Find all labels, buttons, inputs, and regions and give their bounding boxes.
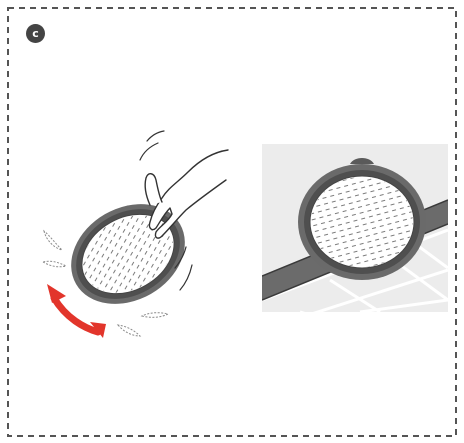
motion-lines-icon [139, 130, 193, 291]
step-badge: c [26, 24, 45, 43]
filter-disc-icon [71, 204, 185, 304]
hand-icon [144, 149, 229, 239]
water-drops-icon [41, 229, 170, 337]
filter-disc-icon [298, 158, 426, 280]
rotate-arrow-icon [47, 284, 106, 338]
